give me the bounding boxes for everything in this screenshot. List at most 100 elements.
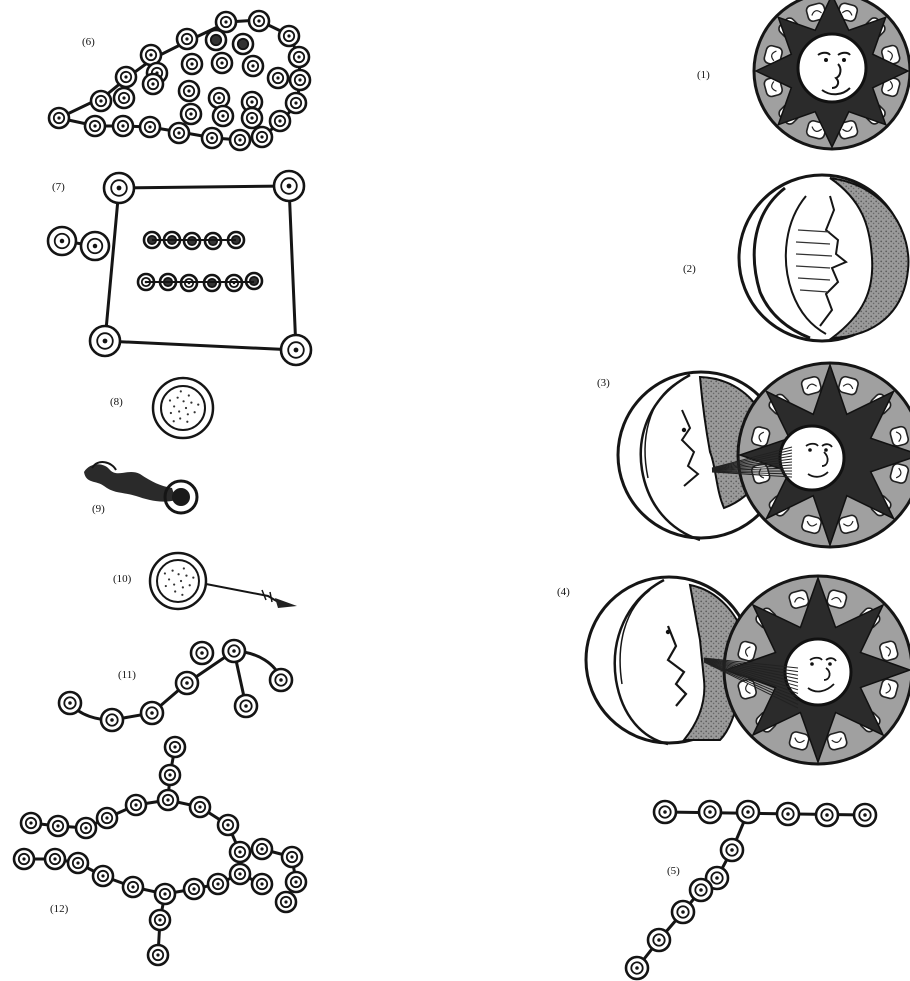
star-glyph	[97, 808, 117, 828]
figure-1-sun	[754, 0, 910, 149]
star-glyph	[235, 695, 257, 717]
star-glyph	[48, 227, 76, 255]
star-glyph	[721, 839, 743, 861]
star-glyph	[113, 116, 133, 136]
star-glyph	[158, 790, 178, 810]
star-glyph	[230, 130, 250, 150]
star-glyph	[281, 335, 311, 365]
star-glyph	[268, 68, 288, 88]
star-glyph	[181, 104, 201, 124]
star-glyph	[104, 173, 134, 203]
star-glyph	[816, 804, 838, 826]
star-glyph	[202, 128, 222, 148]
star-glyph	[176, 672, 198, 694]
star-glyph	[218, 815, 238, 835]
star-glyph	[49, 108, 69, 128]
star-glyph	[279, 26, 299, 46]
star-glyph	[282, 847, 302, 867]
star-glyph	[184, 879, 204, 899]
figure-4-moon-blowing-sun	[586, 576, 910, 764]
figure-label-2: (2)	[683, 263, 696, 275]
star-glyph	[252, 874, 272, 894]
figure-6-cluster	[49, 11, 310, 150]
star-glyph	[93, 866, 113, 886]
star-glyph	[209, 88, 229, 108]
star-glyph	[48, 816, 68, 836]
figure-2-moon	[739, 175, 908, 341]
star-glyph	[777, 803, 799, 825]
star-glyph	[252, 839, 272, 859]
star-glyph	[286, 872, 306, 892]
figure-label-3: (3)	[597, 377, 610, 389]
star-glyph	[59, 692, 81, 714]
star-glyph	[737, 801, 759, 823]
figure-label-8: (8)	[110, 396, 123, 408]
star-glyph	[242, 108, 262, 128]
star-glyph	[252, 127, 272, 147]
star-glyph	[14, 849, 34, 869]
star-glyph	[654, 801, 676, 823]
star-glyph	[160, 765, 180, 785]
star-glyph	[243, 56, 263, 76]
star-glyph	[290, 70, 310, 90]
star-glyph	[21, 813, 41, 833]
star-glyph	[206, 30, 226, 50]
star-glyph	[208, 874, 228, 894]
star-glyph	[289, 47, 309, 67]
star-glyph	[648, 929, 670, 951]
star-glyph	[270, 111, 290, 131]
star-glyph	[286, 93, 306, 113]
figure-label-1: (1)	[697, 69, 710, 81]
star-glyph	[179, 81, 199, 101]
star-glyph	[76, 818, 96, 838]
star-glyph	[68, 853, 88, 873]
star-glyph	[123, 877, 143, 897]
figure-11-chain	[59, 640, 292, 731]
figure-7-quadrilateral	[48, 171, 311, 365]
star-glyph	[169, 123, 189, 143]
star-glyph	[854, 804, 876, 826]
star-glyph	[270, 669, 292, 691]
figure-label-4: (4)	[557, 586, 570, 598]
star-glyph	[672, 901, 694, 923]
figure-10-arrow-circle	[150, 553, 297, 609]
star-glyph	[699, 801, 721, 823]
figure-label-7: (7)	[52, 181, 65, 193]
star-glyph	[81, 232, 109, 260]
star-glyph	[213, 106, 233, 126]
star-glyph	[212, 53, 232, 73]
star-glyph	[690, 879, 712, 901]
star-glyph	[165, 737, 185, 757]
figure-5-chain	[626, 801, 876, 979]
star-glyph	[230, 864, 250, 884]
star-glyph	[114, 88, 134, 108]
star-glyph	[116, 67, 136, 87]
star-glyph	[143, 74, 163, 94]
figure-label-12: (12)	[50, 903, 69, 915]
figure-3-moon-and-sun	[618, 363, 910, 547]
star-glyph	[276, 892, 296, 912]
star-glyph	[45, 849, 65, 869]
star-glyph	[126, 795, 146, 815]
star-glyph	[150, 910, 170, 930]
figure-label-6: (6)	[82, 36, 95, 48]
star-glyph	[626, 957, 648, 979]
star-glyph	[233, 34, 253, 54]
figure-label-11: (11)	[118, 669, 136, 681]
star-glyph	[90, 326, 120, 356]
star-glyph	[155, 884, 175, 904]
star-glyph	[223, 640, 245, 662]
star-glyph	[274, 171, 304, 201]
figure-label-10: (10)	[113, 573, 132, 585]
star-glyph	[85, 116, 105, 136]
star-glyph	[216, 12, 236, 32]
star-glyph	[91, 91, 111, 111]
star-glyph	[141, 702, 163, 724]
star-glyph	[249, 11, 269, 31]
figure-label-5: (5)	[667, 865, 680, 877]
star-glyph	[182, 54, 202, 74]
figure-12-network	[14, 737, 306, 965]
figure-8-circle	[153, 378, 213, 438]
star-glyph	[148, 945, 168, 965]
